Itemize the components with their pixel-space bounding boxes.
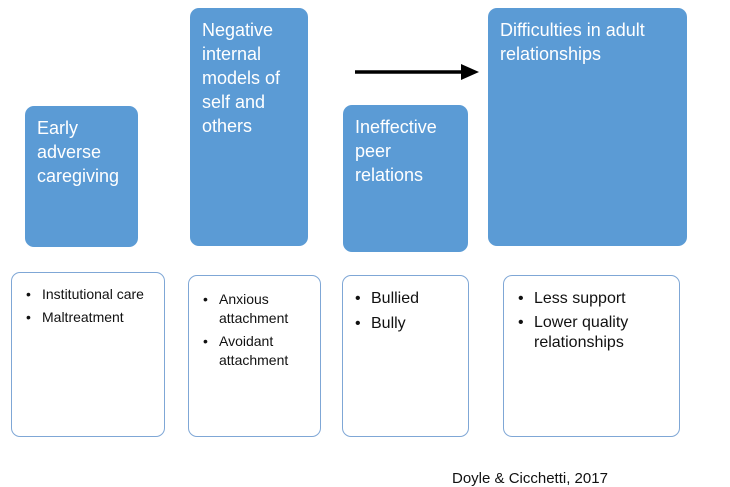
list-item-text: Maltreatment: [42, 309, 124, 325]
list-item: • Avoidant attachment: [203, 332, 316, 370]
bullet-icon: •: [203, 333, 208, 349]
stage-label: Early adverse caregiving: [37, 118, 120, 186]
bullet-icon: •: [26, 309, 31, 325]
list-item: • Lower quality relationships: [518, 313, 673, 353]
list-item-text: Lower quality relationships: [534, 314, 629, 351]
list-item-text: Less support: [534, 290, 626, 307]
bullet-icon: •: [26, 286, 31, 302]
stage-label: Negative internal models of self and oth…: [202, 20, 281, 136]
arrow-icon: [355, 64, 479, 80]
detail-list: • Institutional care • Maltreatment: [26, 286, 158, 326]
detail-box-1: • Institutional care • Maltreatment: [11, 272, 165, 437]
bullet-icon: •: [355, 315, 361, 332]
list-item-text: Bully: [371, 315, 406, 332]
list-item: • Anxious attachment: [203, 290, 316, 328]
bullet-icon: •: [355, 290, 361, 307]
detail-list: • Anxious attachment • Avoidant attachme…: [203, 290, 316, 370]
list-item: • Institutional care: [26, 286, 158, 303]
citation: Doyle & Cicchetti, 2017: [452, 470, 608, 487]
list-item: • Bully: [355, 314, 464, 334]
list-item-text: Institutional care: [42, 286, 144, 302]
detail-list: • Bullied • Bully: [355, 289, 464, 334]
bullet-icon: •: [203, 291, 208, 307]
stage-label: Difficulties in adult relationships: [500, 20, 645, 64]
list-item-text: Anxious attachment: [219, 291, 289, 326]
list-item: • Bullied: [355, 289, 464, 309]
stage-label: Ineffective peer relations: [355, 117, 437, 185]
stage-box-early-adverse-caregiving: Early adverse caregiving: [25, 106, 138, 247]
list-item: • Less support: [518, 289, 673, 309]
bullet-icon: •: [518, 290, 524, 307]
detail-box-3: • Bullied • Bully: [342, 275, 469, 437]
list-item-text: Bullied: [371, 290, 420, 307]
stage-box-ineffective-peer-relations: Ineffective peer relations: [343, 105, 468, 252]
list-item: • Maltreatment: [26, 309, 158, 326]
detail-box-4: • Less support • Lower quality relations…: [503, 275, 680, 437]
detail-list: • Less support • Lower quality relations…: [518, 289, 673, 353]
bullet-icon: •: [518, 314, 524, 331]
detail-box-2: • Anxious attachment • Avoidant attachme…: [188, 275, 321, 437]
stage-box-negative-internal-models: Negative internal models of self and oth…: [190, 8, 308, 246]
stage-box-difficulties-adult-relationships: Difficulties in adult relationships: [488, 8, 687, 246]
list-item-text: Avoidant attachment: [219, 333, 289, 368]
